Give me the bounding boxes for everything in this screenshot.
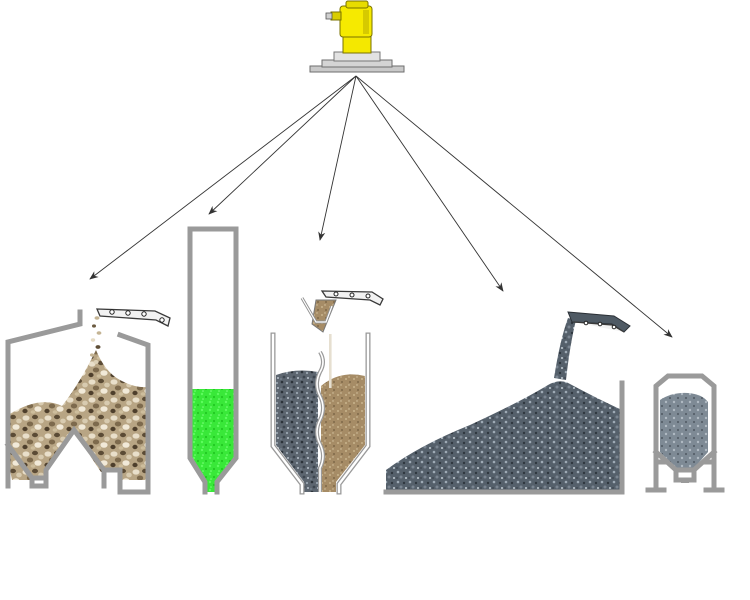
- radar-level-sensor-icon: [309, 0, 405, 73]
- conveyor-icon: [95, 308, 171, 327]
- split-bin-icon: [270, 290, 384, 495]
- beam-to-column: [208, 75, 357, 215]
- measurement-beams: [89, 75, 673, 338]
- conveyor-icon: [567, 311, 631, 333]
- beam-to-hopper: [355, 75, 673, 338]
- stockpile-icon: [383, 311, 631, 495]
- conveyor-icon: [320, 290, 384, 306]
- small-silo-icon: [645, 373, 725, 493]
- tall-vessel-icon: [187, 226, 239, 495]
- beam-to-stockpile: [355, 75, 504, 292]
- beam-to-silo: [89, 75, 357, 280]
- beam-to-split-bin: [318, 75, 357, 241]
- silo-icon: [4, 308, 171, 495]
